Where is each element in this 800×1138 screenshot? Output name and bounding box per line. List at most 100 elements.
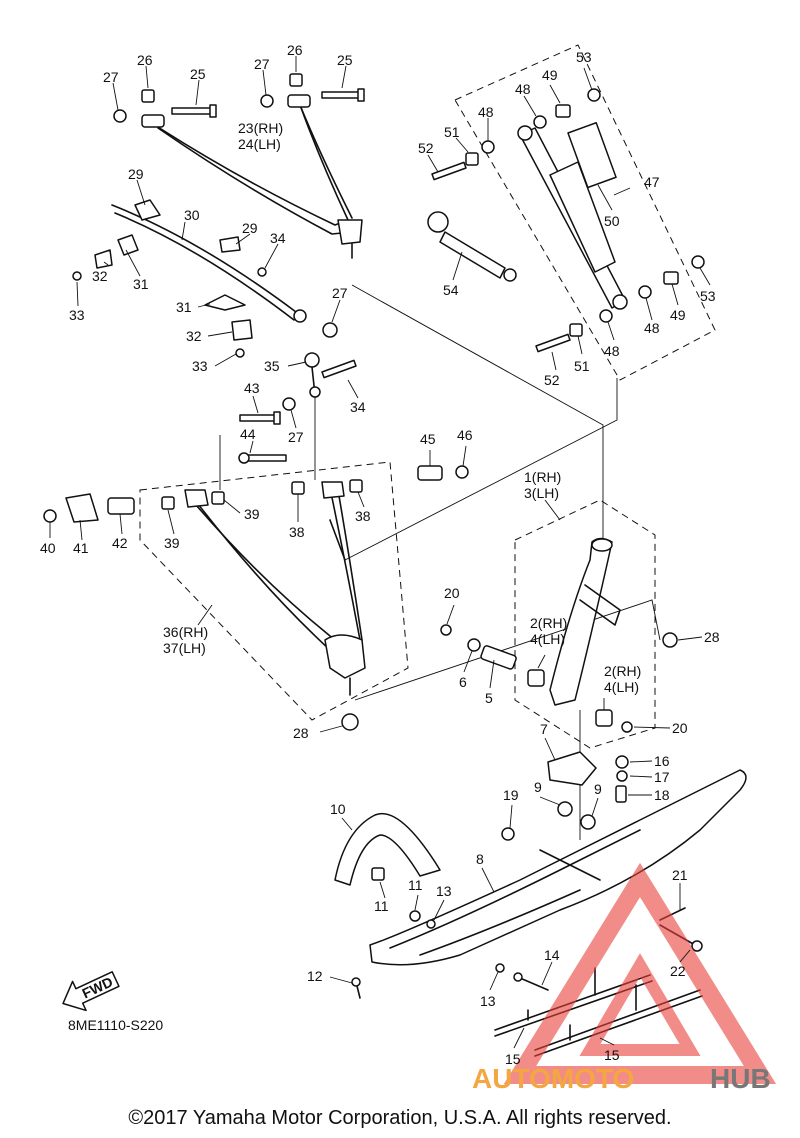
washer-48c [638, 285, 652, 299]
callout-15: 15 [505, 1051, 521, 1067]
callout-49: 49 [542, 67, 558, 83]
callout-29: 29 [242, 220, 258, 236]
washer-20a [440, 624, 452, 636]
callout-13: 13 [436, 883, 452, 899]
reservoir-54 [427, 211, 517, 282]
spindle [549, 537, 621, 706]
bolt-25a [171, 104, 217, 118]
callout-51: 51 [574, 358, 590, 374]
bushing-9b [580, 814, 596, 830]
callout-31: 31 [176, 299, 192, 315]
copyright-notice: ©2017 Yamaha Motor Corporation, U.S.A. A… [128, 1107, 671, 1129]
callout-48: 48 [604, 343, 620, 359]
callout-19: 19 [503, 787, 519, 803]
callout-leaders [49, 56, 711, 1049]
diagram-reference-code: 8ME1110-S220 [68, 1017, 163, 1033]
callout-2-rh: 2(RH) [530, 615, 567, 631]
callout-27: 27 [288, 429, 304, 445]
callout-35: 35 [264, 358, 280, 374]
bolt-34b [321, 359, 357, 379]
bushing-26b [289, 73, 303, 87]
callout-20: 20 [444, 585, 460, 601]
callout-1-rh: 1(RH) [524, 469, 561, 485]
collar-49b [663, 271, 679, 285]
forward-arrow: FWD [62, 971, 120, 1012]
nut-28b [662, 632, 678, 648]
callout-45: 45 [420, 431, 436, 447]
ski [369, 769, 747, 966]
callout-11: 11 [374, 898, 389, 914]
collar-18 [615, 785, 627, 803]
bracket-41 [65, 493, 99, 523]
shock-group-box [454, 44, 716, 381]
callout-6: 6 [459, 674, 467, 690]
callout-34: 34 [270, 230, 286, 246]
upper-a-arm [141, 94, 363, 259]
clamp-32a [94, 249, 113, 269]
callout-51: 51 [444, 124, 460, 140]
callout-30: 30 [184, 207, 200, 223]
nut-27c [322, 322, 338, 338]
callout-labels: 27 26 25 27 26 25 23(RH) 24(LH) 29 30 29… [40, 42, 720, 1067]
wear-bar-15b [534, 984, 703, 1057]
callout-8: 8 [476, 851, 484, 867]
callout-9: 9 [534, 779, 542, 795]
watermark-inner-triangle-icon [579, 953, 701, 1056]
callout-48: 48 [515, 81, 531, 97]
callout-50: 50 [604, 213, 620, 229]
bolt-33b [235, 348, 245, 358]
callout-47: 47 [644, 174, 660, 190]
callout-18: 18 [654, 787, 670, 803]
bracket-29a [134, 199, 161, 221]
callout-24-lh: 24(LH) [238, 136, 281, 152]
callout-33: 33 [69, 307, 85, 323]
callout-21: 21 [672, 867, 688, 883]
callout-5: 5 [485, 690, 493, 706]
bolt-12 [351, 977, 361, 999]
collar-49a [555, 104, 571, 118]
callout-23-rh: 23(RH) [238, 120, 283, 136]
callout-22: 22 [670, 963, 686, 979]
callout-14: 14 [544, 947, 560, 963]
callout-53: 53 [576, 49, 592, 65]
callout-42: 42 [112, 535, 128, 551]
callout-40: 40 [40, 540, 56, 556]
nut-53a [587, 88, 601, 102]
callout-37-lh: 37(LH) [163, 640, 206, 656]
callout-33: 33 [192, 358, 208, 374]
washer-13b [495, 963, 505, 973]
callout-28: 28 [293, 725, 309, 741]
nut-40 [43, 509, 57, 523]
nut-53b [691, 255, 705, 269]
callout-41: 41 [73, 540, 89, 556]
callout-52: 52 [544, 372, 560, 388]
bushing-38b [349, 479, 363, 493]
callout-15: 15 [604, 1047, 620, 1063]
callout-10: 10 [330, 801, 346, 817]
callout-53: 53 [700, 288, 716, 304]
callout-27: 27 [103, 69, 119, 85]
callout-48: 48 [644, 320, 660, 336]
nut-27a [113, 109, 127, 123]
callout-25: 25 [190, 66, 206, 82]
callout-46: 46 [457, 427, 473, 443]
callout-39: 39 [164, 535, 180, 551]
bolt-52b [535, 333, 571, 353]
washer-17 [616, 770, 628, 782]
stabilizer-bar [111, 204, 307, 323]
callout-9: 9 [594, 781, 602, 797]
damper-7 [547, 751, 597, 786]
callout-43: 43 [244, 380, 260, 396]
callout-48: 48 [478, 104, 494, 120]
watermark-logo [503, 862, 777, 1084]
nut-19 [501, 827, 515, 841]
nut-27d [282, 397, 296, 411]
watermark-text-hub: HUB [710, 1063, 771, 1094]
bolt-25b [321, 88, 365, 102]
nut-11b [409, 910, 421, 922]
bushing-45 [417, 465, 443, 481]
callout-27: 27 [332, 285, 348, 301]
callout-32: 32 [92, 268, 108, 284]
